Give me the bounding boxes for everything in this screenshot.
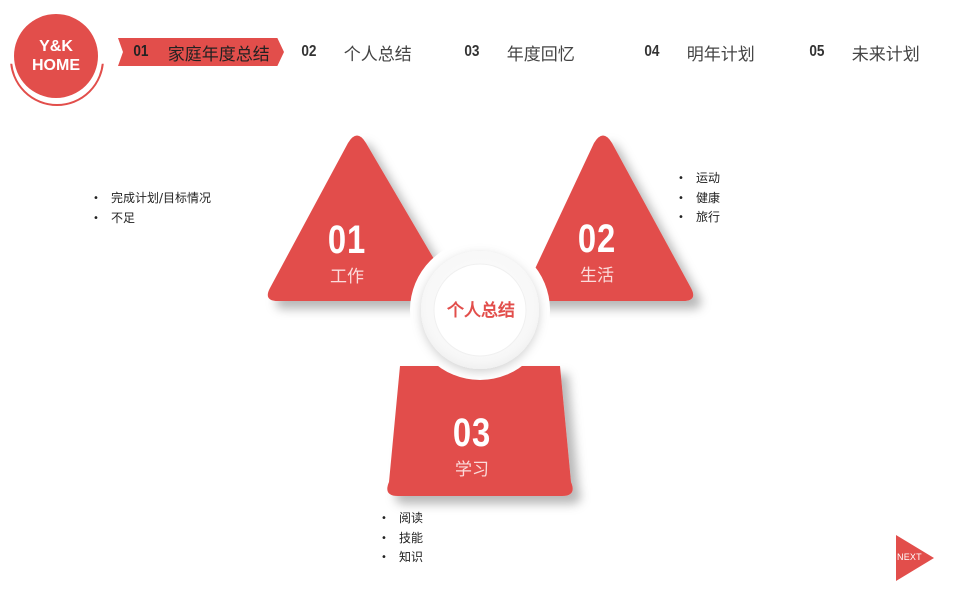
nav-item-future-plan[interactable]: 05 未来计划 bbox=[808, 38, 920, 66]
nav-label: 明年计划 bbox=[686, 44, 755, 65]
nav-number: 05 bbox=[809, 43, 825, 60]
section-label: 工作 bbox=[330, 267, 364, 287]
work-bullets: 完成计划/目标情况 不足 bbox=[93, 189, 211, 228]
next-button[interactable]: NEXT bbox=[896, 535, 936, 581]
section-number: 01 bbox=[327, 218, 367, 262]
nav-label: 个人总结 bbox=[343, 44, 412, 65]
list-item: 知识 bbox=[381, 548, 423, 568]
logo-line-1: Y&K bbox=[39, 38, 73, 55]
list-item: 健康 bbox=[678, 189, 720, 209]
section-life[interactable]: 02 生活 bbox=[566, 219, 628, 286]
section-label: 生活 bbox=[580, 266, 614, 286]
section-work[interactable]: 01 工作 bbox=[316, 220, 378, 287]
nav-number: 01 bbox=[133, 43, 149, 60]
next-label: NEXT bbox=[897, 552, 922, 562]
list-item: 不足 bbox=[93, 209, 211, 229]
nav-number: 02 bbox=[301, 43, 317, 60]
nav-label: 未来计划 bbox=[851, 44, 920, 65]
nav-item-family-summary[interactable]: 01 家庭年度总结 bbox=[118, 38, 284, 66]
list-item: 技能 bbox=[381, 529, 423, 549]
logo-line-2: HOME bbox=[32, 57, 80, 74]
section-label: 学习 bbox=[455, 460, 489, 480]
logo[interactable]: Y&K HOME bbox=[10, 12, 106, 108]
life-bullets: 运动 健康 旅行 bbox=[678, 169, 720, 228]
nav-number: 03 bbox=[464, 43, 480, 60]
nav-item-year-memories[interactable]: 03 年度回忆 bbox=[463, 38, 575, 66]
nav-label: 年度回忆 bbox=[506, 44, 575, 65]
nav-label: 家庭年度总结 bbox=[167, 44, 270, 65]
list-item: 阅读 bbox=[381, 509, 423, 529]
logo-badge: Y&K HOME bbox=[14, 14, 98, 98]
list-item: 运动 bbox=[678, 169, 720, 189]
nav-item-next-year-plan[interactable]: 04 明年计划 bbox=[643, 38, 755, 66]
study-bullets: 阅读 技能 知识 bbox=[381, 509, 423, 568]
section-study[interactable]: 03 学习 bbox=[441, 413, 503, 480]
section-number: 03 bbox=[452, 411, 492, 455]
nav-item-personal-summary[interactable]: 02 个人总结 bbox=[300, 38, 412, 66]
top-nav: 01 家庭年度总结 02 个人总结 03 年度回忆 04 明年计划 05 未来计… bbox=[0, 0, 960, 110]
next-arrow-icon bbox=[896, 535, 934, 581]
center-title: 个人总结 bbox=[447, 301, 515, 321]
list-item: 完成计划/目标情况 bbox=[93, 189, 211, 209]
nav-number: 04 bbox=[644, 43, 660, 60]
section-number: 02 bbox=[577, 217, 617, 261]
list-item: 旅行 bbox=[678, 208, 720, 228]
